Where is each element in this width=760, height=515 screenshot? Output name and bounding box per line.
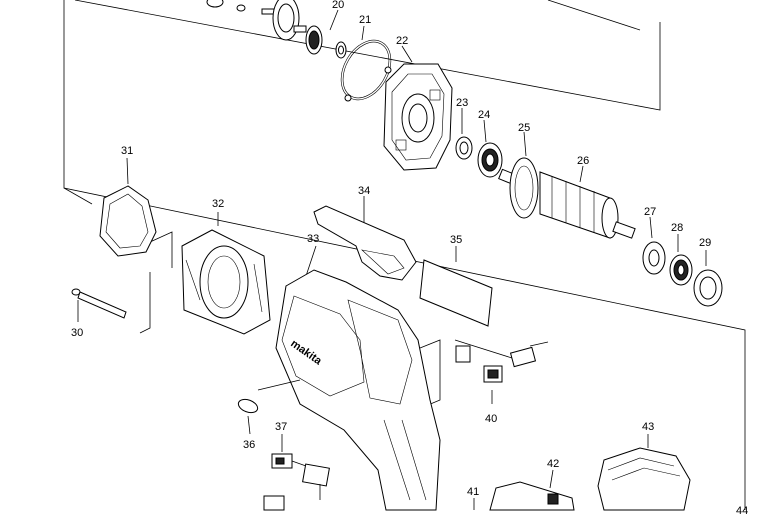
guide-line-top (74, 0, 661, 111)
part-34-hook (313, 196, 417, 281)
label-23: 23 (456, 97, 468, 109)
label-25: 25 (518, 122, 530, 134)
label-24: 24 (478, 109, 490, 121)
part-40-brush-holder (455, 341, 549, 404)
guide-line-30 (139, 272, 151, 334)
label-44: 44 (736, 505, 748, 515)
part-27-bearing (642, 216, 666, 275)
label-31: 31 (121, 145, 133, 157)
guide-line-40-left (419, 339, 441, 406)
guide-line-upper-right (547, 0, 641, 31)
label-27: 27 (644, 206, 656, 218)
part-26-armature (498, 131, 636, 239)
part-22-housing (383, 45, 453, 171)
part-35-label (419, 246, 493, 327)
part-33-housing: makita (275, 245, 441, 511)
part-number-labels: 20 21 22 23 24 25 26 27 28 29 30 31 32 3… (71, 0, 748, 515)
label-26: 26 (577, 155, 589, 167)
label-22: 22 (396, 35, 408, 47)
part-32-field (181, 212, 271, 335)
part-24-bearing (477, 119, 503, 178)
part-20-washer (305, 9, 347, 59)
label-43: 43 (642, 421, 654, 433)
label-40: 40 (485, 413, 497, 425)
label-28: 28 (671, 222, 683, 234)
part-36-pad (237, 379, 301, 435)
part-43-cover (597, 434, 691, 511)
label-41: 41 (467, 486, 479, 498)
label-33: 33 (307, 233, 319, 245)
part-28-bearing (669, 234, 693, 286)
label-37: 37 (275, 421, 287, 433)
label-32: 32 (212, 198, 224, 210)
label-30: 30 (71, 327, 83, 339)
part-37-switch (263, 434, 330, 511)
label-35: 35 (450, 234, 462, 246)
part-21-ring (340, 25, 392, 102)
guide-line-31 (63, 187, 93, 205)
label-34: 34 (358, 185, 370, 197)
guide-line-brush (454, 339, 513, 359)
label-42: 42 (547, 458, 559, 470)
label-29: 29 (699, 237, 711, 249)
part-41-42-base (473, 469, 575, 511)
guide-line-32 (149, 231, 173, 268)
part-top-gear (206, 0, 307, 41)
part-23-washer (455, 108, 473, 160)
part-30-screw (71, 288, 127, 322)
label-20: 20 (332, 0, 344, 11)
label-36: 36 (243, 439, 255, 451)
part-29-sleeve (693, 250, 723, 307)
label-21: 21 (359, 14, 371, 26)
part-31-baffle (99, 157, 157, 257)
